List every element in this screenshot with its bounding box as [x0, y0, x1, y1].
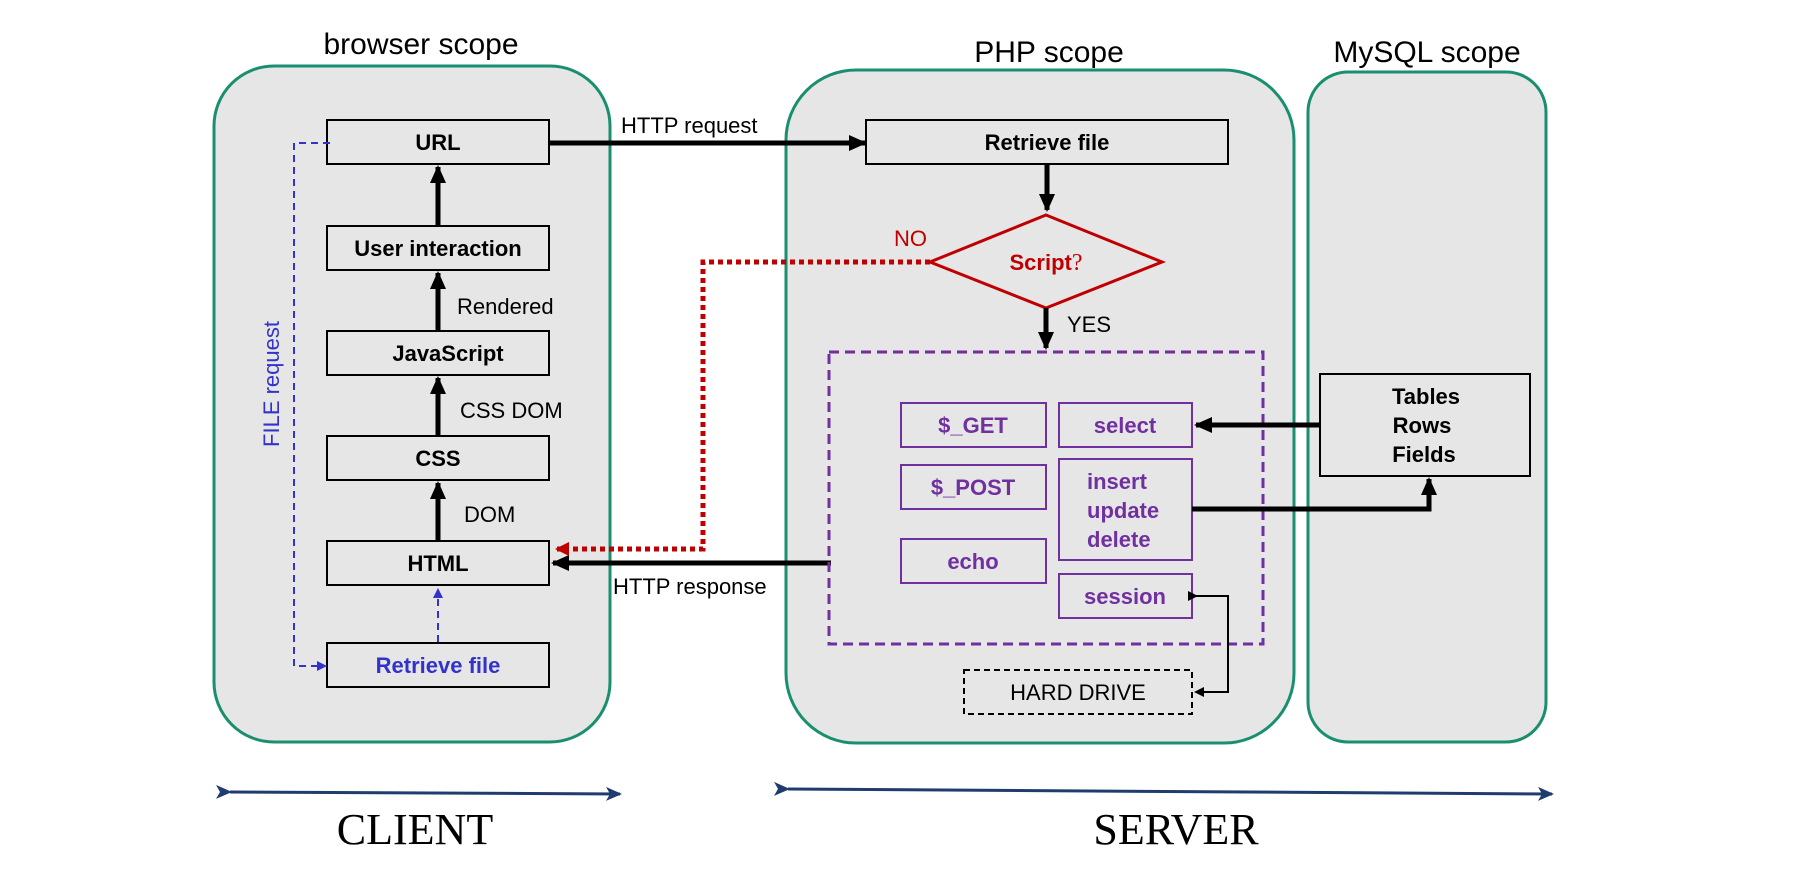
browser-retrieve-file-box: [326, 642, 550, 688]
echo-box: [900, 538, 1047, 584]
script-decision-label: Script?: [1009, 250, 1082, 276]
php-retrieve-file-label: Retrieve file: [985, 130, 1110, 155]
javascript-box: [326, 330, 550, 376]
no-label: NO: [894, 226, 927, 251]
echo-box-label: echo: [947, 549, 998, 574]
http-request-label: HTTP request: [621, 113, 758, 138]
delete-label: delete: [1087, 527, 1151, 552]
css-box-label: CSS: [415, 446, 460, 471]
client-span-arrow: [215, 784, 622, 801]
php-scope-panel: [784, 68, 1296, 745]
mysql-fields-label: Fields: [1392, 442, 1456, 467]
server-label: SERVER: [1093, 805, 1259, 854]
mysql-scope-title: MySQL scope: [1333, 36, 1520, 69]
http-response-label: HTTP response: [613, 574, 767, 599]
client-label: CLIENT: [337, 805, 494, 854]
post-box-label: $_POST: [931, 475, 1016, 500]
user-interaction-box: [326, 225, 550, 271]
html-box-label: HTML: [407, 551, 468, 576]
script-decision-mark: ?: [1072, 250, 1083, 276]
get-box: [900, 402, 1047, 448]
select-box-label: select: [1094, 413, 1157, 438]
get-box-label: $_GET: [938, 413, 1008, 438]
session-hard-drive-connector: [1188, 591, 1229, 697]
select-box: [1058, 402, 1193, 448]
php-scope-title: PHP scope: [974, 36, 1124, 69]
file-request-label: FILE request: [259, 321, 284, 447]
write-to-mysql-arrow: [1192, 477, 1437, 512]
update-label: update: [1087, 498, 1159, 523]
script-no-path: [555, 259, 930, 556]
mysql-tables-label: Tables: [1392, 384, 1460, 409]
user-interaction-box-label: User interaction: [354, 236, 522, 261]
browser-scope-title: browser scope: [323, 28, 518, 61]
browser-retrieve-file-label: Retrieve file: [376, 653, 501, 678]
mysql-rows-label: Rows: [1393, 413, 1452, 438]
url-box-label: URL: [415, 130, 460, 155]
server-span-arrow: [773, 781, 1554, 801]
html-box: [326, 540, 550, 586]
script-decision-text: Script: [1009, 250, 1072, 275]
rendered-label: Rendered: [457, 294, 554, 319]
post-box: [900, 464, 1047, 510]
mysql-tables-box: [1319, 373, 1531, 477]
dom-label: DOM: [464, 502, 515, 527]
url-box: [326, 119, 550, 165]
insert-label: insert: [1087, 469, 1148, 494]
yes-label: YES: [1067, 312, 1111, 337]
hard-drive-label: HARD DRIVE: [1010, 680, 1146, 705]
javascript-box-label: JavaScript: [392, 341, 504, 366]
file-request-path: [293, 142, 330, 671]
php-retrieve-file-box: [865, 119, 1229, 165]
session-box-label: session: [1084, 584, 1166, 609]
css-dom-label: CSS DOM: [460, 398, 563, 423]
php-processing-region: [827, 350, 1265, 646]
